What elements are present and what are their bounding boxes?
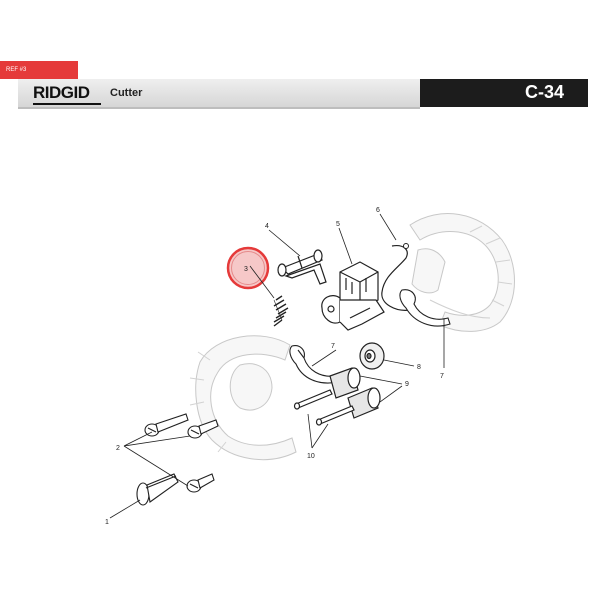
brand-logo-underline [33,103,101,105]
section-title: Cutter [110,87,143,99]
header-divider [18,107,420,109]
holder-part [321,261,385,331]
brand-logo: RIDGID [33,83,90,102]
long-bolt-part [136,473,179,506]
screw-upper-left [144,413,189,437]
callout-5: 5 [336,221,340,228]
roller-upper [329,367,361,399]
screw-lower-right [186,473,215,493]
callout-4: 4 [265,223,269,230]
spring-plate-right [399,289,451,327]
header-bar [18,79,420,107]
leader-lines [109,213,445,519]
callout-10: 10 [307,453,315,460]
axle-pin-lower [315,405,355,426]
callout-8: 8 [417,364,421,371]
spring-part [273,295,289,327]
cutter-wheel-part [359,342,385,370]
page-code: C-34 [524,82,564,102]
callout-6: 6 [376,207,380,214]
frame-right-half [409,213,515,332]
page-code-box: C-34 [420,79,588,107]
axle-pin-upper [293,389,333,410]
callout-7-left: 7 [331,343,335,350]
frame-left-half [189,335,297,461]
highlight-circle [226,246,270,290]
pin-clip-part [277,249,327,285]
ref-tag: REF #3 [0,61,78,79]
callout-7-right: 7 [440,373,444,380]
callout-9: 9 [405,381,409,388]
roller-lower [347,387,381,419]
callout-2: 2 [116,445,120,452]
callout-3: 3 [244,266,248,273]
callout-1: 1 [105,519,109,526]
screw-upper-right [187,419,219,439]
